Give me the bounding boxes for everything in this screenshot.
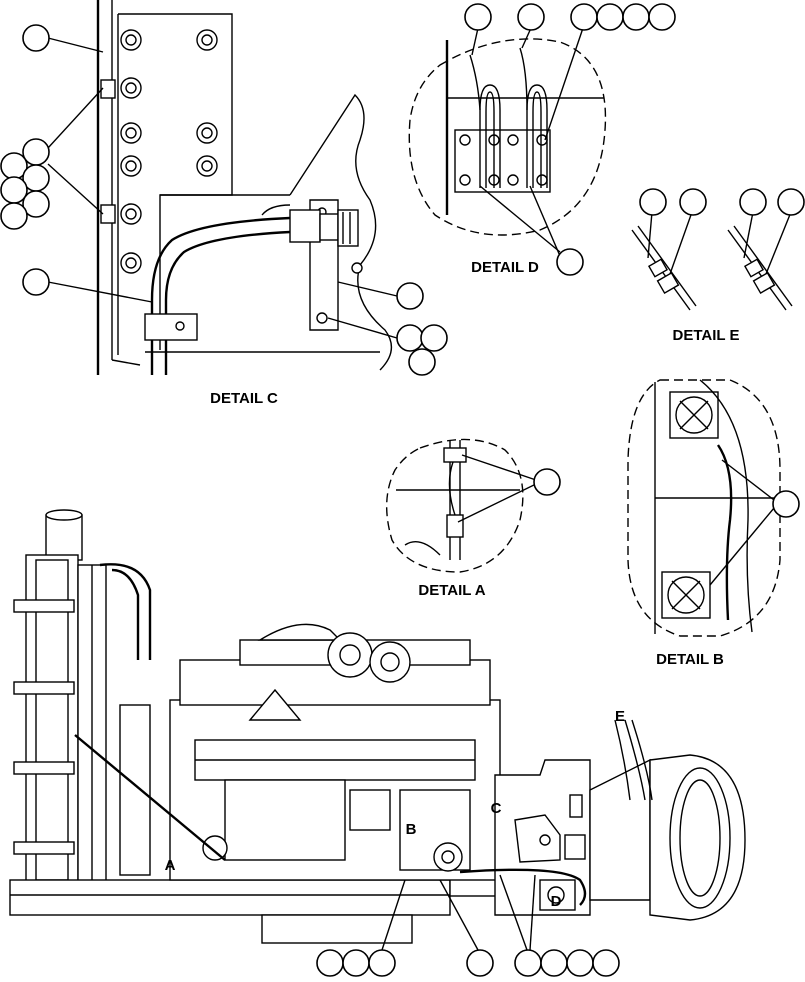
marker-d: D (551, 893, 562, 910)
marker-e: E (615, 708, 625, 725)
marker-a: A (165, 857, 176, 874)
detail-e-view: DETAIL E (631, 188, 805, 344)
marker-b: B (406, 821, 417, 838)
detail-a-label: DETAIL A (418, 582, 485, 599)
detail-e-label: DETAIL E (673, 327, 740, 344)
engine-assembly-view: A B C D E (9, 509, 746, 977)
detail-c-view: DETAIL C (0, 0, 448, 407)
detail-c-label: DETAIL C (210, 390, 278, 407)
detail-b-view: DETAIL B (627, 379, 800, 668)
marker-c: C (491, 800, 502, 817)
detail-a-view: DETAIL A (385, 438, 561, 599)
detail-d-label: DETAIL D (471, 259, 539, 276)
detail-d-view: DETAIL D (408, 3, 676, 276)
detail-b-label: DETAIL B (656, 651, 724, 668)
